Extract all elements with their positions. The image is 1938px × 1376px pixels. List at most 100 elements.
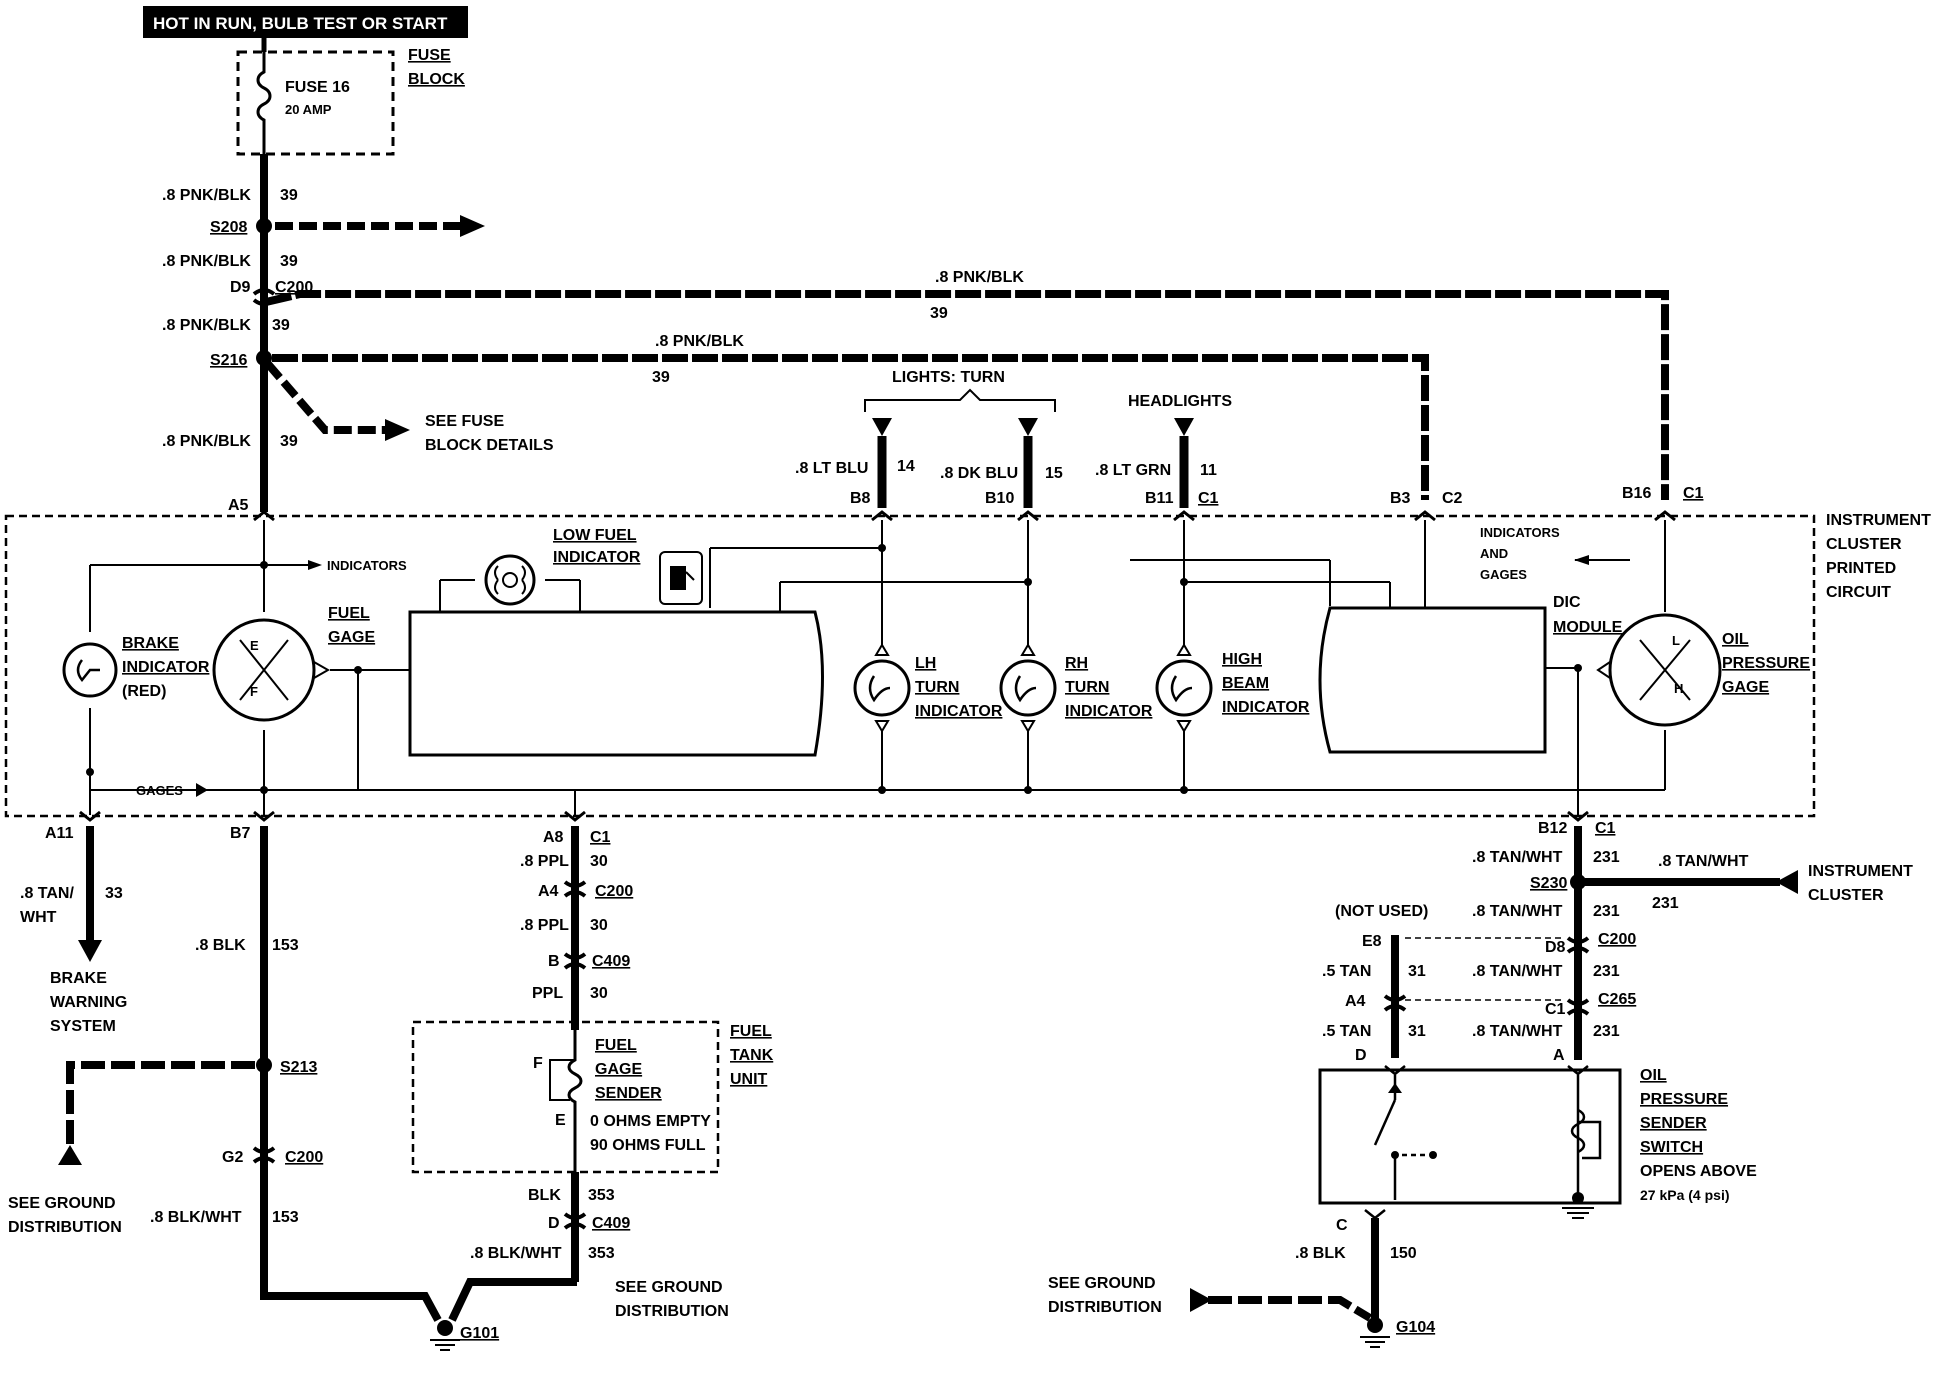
fuel-n2: 30: [590, 917, 608, 934]
splice-s230-label: S230: [1530, 875, 1567, 892]
tank-label-1: FUEL: [730, 1023, 772, 1040]
switch-label-1: OIL: [1640, 1067, 1667, 1084]
rh-label-1: RH: [1065, 655, 1088, 672]
splice-s216-label: S216: [210, 352, 247, 369]
oil-gage-l: L: [1672, 633, 1680, 648]
cluster-title-4: CIRCUIT: [1826, 584, 1891, 601]
brake-sys-1: BRAKE: [50, 970, 107, 987]
fuel-c409: C409: [592, 953, 630, 970]
pin-a-oil: A: [1553, 1047, 1565, 1064]
fuel-gage-label-2: GAGE: [328, 629, 375, 646]
dic-label-2: MODULE: [1553, 619, 1623, 636]
circuit-11: 11: [1200, 462, 1217, 479]
circuit-14: 14: [897, 458, 915, 475]
pin-c1-oil: C1: [1545, 1001, 1566, 1018]
ground-left-see-2: DISTRIBUTION: [8, 1219, 122, 1236]
oil-w2: .8 TAN/WHT: [1472, 903, 1563, 920]
low-fuel-lamp: [484, 554, 536, 606]
pin-b11: B11: [1145, 490, 1174, 507]
oil-w5: .8 BLK: [1295, 1245, 1346, 1262]
g104-label: G104: [1396, 1319, 1435, 1336]
fuel-w5: .8 BLK/WHT: [470, 1245, 562, 1262]
pin-d-oil: D: [1355, 1047, 1367, 1064]
oil-n1: 231: [1593, 849, 1620, 866]
pin-d8: D8: [1545, 939, 1566, 956]
feed-wire-3-label: .8 PNK/BLK: [162, 317, 251, 334]
high-label-2: BEAM: [1222, 675, 1269, 692]
ground-g101: [437, 1320, 453, 1336]
high-label-1: HIGH: [1222, 651, 1262, 668]
oil-gage-h: H: [1674, 681, 1683, 696]
n31-2: 31: [1408, 1023, 1426, 1040]
pin-b12: B12: [1538, 820, 1567, 837]
fuel-see-1: SEE GROUND: [615, 1279, 723, 1296]
oil-w3: .8 TAN/WHT: [1472, 963, 1563, 980]
fuel-n5: 353: [588, 1245, 615, 1262]
switch-label-4: SWITCH: [1640, 1139, 1703, 1156]
oil-n3: 231: [1593, 963, 1620, 980]
tan-5-label-2: .5 TAN: [1322, 1023, 1371, 1040]
tan-5-label-1: .5 TAN: [1322, 963, 1371, 980]
fuse-block-label-2: BLOCK: [408, 71, 465, 88]
tank-label-2: TANK: [730, 1047, 774, 1064]
feed-wire-1-label: .8 PNK/BLK: [162, 187, 251, 204]
oil-c265: C265: [1598, 991, 1636, 1008]
see-fuse-arrow: [385, 419, 410, 441]
pin-b-fuel: B: [548, 953, 560, 970]
pin-a11: A11: [45, 825, 74, 842]
conn-c1-b: C1: [1683, 485, 1704, 502]
cluster-title-2: CLUSTER: [1826, 536, 1902, 553]
oil-c200: C200: [1598, 931, 1636, 948]
fuse-block-label-1: FUSE: [408, 47, 451, 64]
pin-d-fuel: D: [548, 1215, 560, 1232]
brake-circuit: 33: [105, 885, 123, 902]
fuel-e: E: [555, 1112, 566, 1129]
oil-w4: .8 TAN/WHT: [1472, 1023, 1563, 1040]
oil-see-1: SEE GROUND: [1048, 1275, 1156, 1292]
dk-blu-label: .8 DK BLU: [940, 465, 1018, 482]
see-fuse-1: SEE FUSE: [425, 413, 504, 430]
pin-b10: B10: [985, 490, 1014, 507]
pin-g2: G2: [222, 1149, 243, 1166]
high-beam-indicator: [1155, 643, 1213, 733]
fuel-gage-label-1: FUEL: [328, 605, 370, 622]
fuel-w1: .8 PPL: [520, 853, 569, 870]
pin-b3: B3: [1390, 490, 1411, 507]
oil-n5: 150: [1390, 1245, 1417, 1262]
oil-label-1: OIL: [1722, 631, 1749, 648]
top-circuit-2: 39: [652, 369, 670, 386]
pin-a4-oil: A4: [1345, 993, 1366, 1010]
rh-turn-indicator: [999, 643, 1057, 733]
fuel-gage-f: F: [250, 684, 258, 699]
header-box: [143, 6, 468, 38]
lh-turn-indicator: [853, 643, 911, 733]
fuel-gage-e: E: [250, 638, 259, 653]
splice-s208: [256, 218, 272, 234]
opens-above: OPENS ABOVE: [1640, 1163, 1757, 1180]
pin-b8: B8: [850, 490, 871, 507]
see-fuse-2: BLOCK DETAILS: [425, 437, 554, 454]
ground-left-circuit-2: 153: [272, 1209, 299, 1226]
low-fuel-label-1: LOW FUEL: [553, 527, 637, 544]
brake-label-1: BRAKE: [122, 635, 179, 652]
fuel-w3: PPL: [532, 985, 563, 1002]
brake-wire-1: .8 TAN/: [20, 885, 74, 902]
pin-a4-fuel: A4: [538, 883, 559, 900]
splice-s213-label: S213: [280, 1059, 317, 1076]
pin-d9: D9: [230, 279, 251, 296]
high-label-3: INDICATOR: [1222, 699, 1310, 716]
ground-g104: [1367, 1317, 1383, 1333]
brake-label-2: INDICATOR: [122, 659, 210, 676]
feed-circuit-1: 39: [280, 187, 298, 204]
ind-gages-1: INDICATORS: [1480, 525, 1560, 540]
lt-grn-label: .8 LT GRN: [1095, 462, 1171, 479]
oil-w-in: .8 TAN/WHT: [1658, 853, 1749, 870]
oil-inst-1: INSTRUMENT: [1808, 863, 1913, 880]
pin-a8: A8: [543, 829, 564, 846]
low-fuel-label-2: INDICATOR: [553, 549, 641, 566]
lights-bracket: [864, 388, 1056, 412]
fuse-block-box: [236, 50, 395, 156]
fuse-symbol: [256, 52, 272, 154]
pin-b16: B16: [1622, 485, 1651, 502]
fuel-w2: .8 PPL: [520, 917, 569, 934]
